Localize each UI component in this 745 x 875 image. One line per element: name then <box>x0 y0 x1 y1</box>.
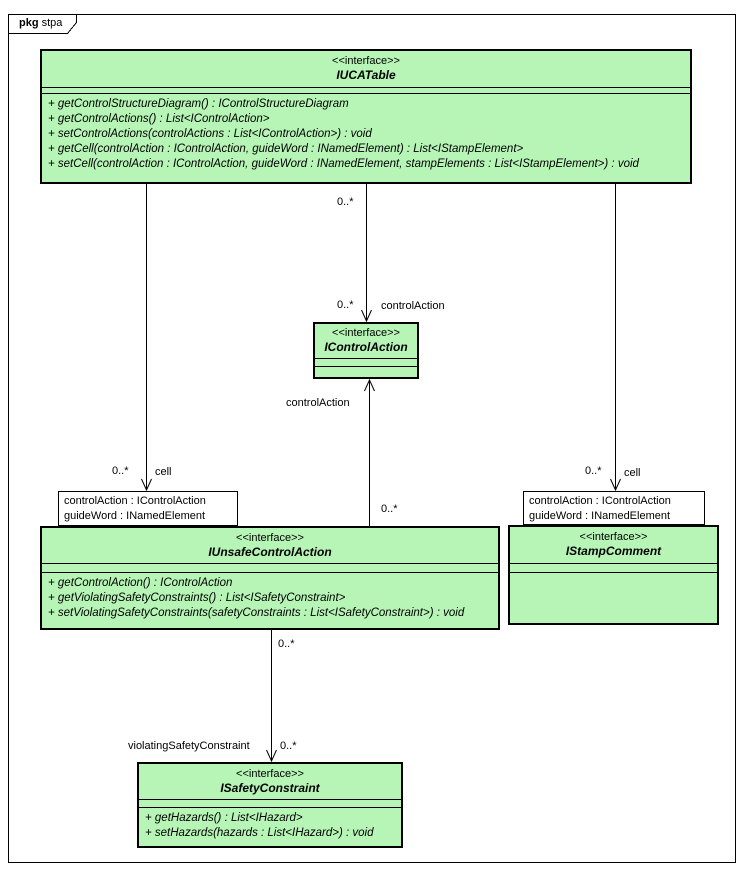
attributes-compartment <box>510 564 717 573</box>
attributes-compartment <box>42 564 498 573</box>
method: + getViolatingSafetyConstraints() : List… <box>48 592 346 604</box>
method: + getControlAction() : IControlAction <box>48 577 233 589</box>
attributes-compartment <box>42 88 690 94</box>
package-name: stpa <box>41 17 63 29</box>
multiplicity-label: 0..* <box>381 503 398 515</box>
qualifier-attribute: guideWord : INamedElement <box>529 510 671 522</box>
attributes-compartment <box>315 359 417 367</box>
multiplicity-label: 0..* <box>278 638 295 650</box>
class-iunsafecontrolaction[interactable]: <<interface>> IUnsafeControlAction + get… <box>40 526 500 630</box>
qualifier-attribute: guideWord : INamedElement <box>64 510 206 522</box>
association-ucatable-unsafecontrolaction[interactable] <box>141 184 152 492</box>
qualifier-attribute: controlAction : IControlAction <box>529 495 671 507</box>
method: + getControlActions() : List<IControlAct… <box>48 113 270 125</box>
qualifier-box-unsafecontrolaction[interactable]: controlAction : IControlAction guideWord… <box>58 491 238 526</box>
class-name: IControlAction <box>324 340 408 354</box>
stereotype-label: <<interface>> <box>236 768 304 780</box>
multiplicity-label: 0..* <box>112 465 129 477</box>
multiplicity-label: 0..* <box>337 196 354 208</box>
class-title-compartment: <<interface>> IUCATable <box>42 51 690 88</box>
arrowhead-down-icon <box>141 478 152 492</box>
class-name: ISafetyConstraint <box>220 781 320 795</box>
class-isafetyconstraint[interactable]: <<interface>> ISafetyConstraint + getHaz… <box>137 762 403 848</box>
methods-compartment <box>315 367 417 377</box>
class-title-compartment: <<interface>> IControlAction <box>315 324 417 359</box>
association-ucatable-controlaction[interactable] <box>361 184 372 323</box>
qualifier-box-stampcomment[interactable]: controlAction : IControlAction guideWord… <box>523 491 705 525</box>
role-label: controlAction <box>286 397 350 409</box>
role-label: violatingSafetyConstraint <box>128 740 250 752</box>
multiplicity-label: 0..* <box>585 465 602 477</box>
stereotype-label: <<interface>> <box>236 532 304 544</box>
class-iucatable[interactable]: <<interface>> IUCATable + getControlStru… <box>40 49 692 184</box>
class-name: IUCATable <box>336 68 396 82</box>
class-name: IUnsafeControlAction <box>208 545 332 559</box>
class-title-compartment: <<interface>> ISafetyConstraint <box>139 764 401 800</box>
stereotype-label: <<interface>> <box>579 531 648 543</box>
class-name: IStampComment <box>565 544 662 558</box>
association-unsafecontrolaction-safetyconstraint[interactable] <box>266 630 277 763</box>
class-title-compartment: <<interface>> IUnsafeControlAction <box>42 528 498 564</box>
method: + getHazards() : List<IHazard> <box>145 812 303 824</box>
multiplicity-label: 0..* <box>337 299 354 311</box>
methods-compartment <box>510 573 717 623</box>
method: + setViolatingSafetyConstraints(safetyCo… <box>48 607 465 619</box>
arrowhead-up-icon <box>364 378 375 392</box>
method: + setControlActions(controlActions : Lis… <box>48 128 372 140</box>
stereotype-label: <<interface>> <box>332 55 400 67</box>
methods-compartment: + getControlAction() : IControlAction + … <box>42 573 498 628</box>
qualifier-attribute: controlAction : IControlAction <box>64 495 206 507</box>
association-unsafecontrolaction-controlaction[interactable] <box>364 378 375 526</box>
methods-compartment: + getControlStructureDiagram() : IContro… <box>42 94 690 182</box>
class-title-compartment: <<interface>> IStampComment <box>510 527 717 564</box>
package-tab: pkg stpa <box>19 17 62 30</box>
class-icontrolaction[interactable]: <<interface>> IControlAction <box>313 322 419 379</box>
role-label: cell <box>624 467 641 479</box>
method: + setCell(controlAction : IControlAction… <box>48 158 639 170</box>
method: + setHazards(hazards : List<IHazard>) : … <box>145 827 374 839</box>
arrowhead-down-icon <box>266 749 277 763</box>
arrowhead-down-icon <box>610 478 621 492</box>
method: + getCell(controlAction : IControlAction… <box>48 143 524 155</box>
diagram-frame <box>8 14 736 863</box>
stereotype-label: <<interface>> <box>332 327 400 339</box>
package-tab-shape <box>8 14 77 34</box>
attributes-compartment <box>139 800 401 808</box>
arrowhead-down-icon <box>361 309 372 323</box>
role-label: controlAction <box>381 300 445 312</box>
role-label: cell <box>155 466 172 478</box>
method: + getControlStructureDiagram() : IContro… <box>48 98 349 110</box>
class-istampcomment[interactable]: <<interface>> IStampComment <box>508 525 719 625</box>
association-ucatable-stampcomment[interactable] <box>610 184 621 492</box>
multiplicity-label: 0..* <box>280 740 297 752</box>
package-keyword: pkg <box>19 17 39 29</box>
methods-compartment: + getHazards() : List<IHazard> + setHaza… <box>139 808 401 846</box>
